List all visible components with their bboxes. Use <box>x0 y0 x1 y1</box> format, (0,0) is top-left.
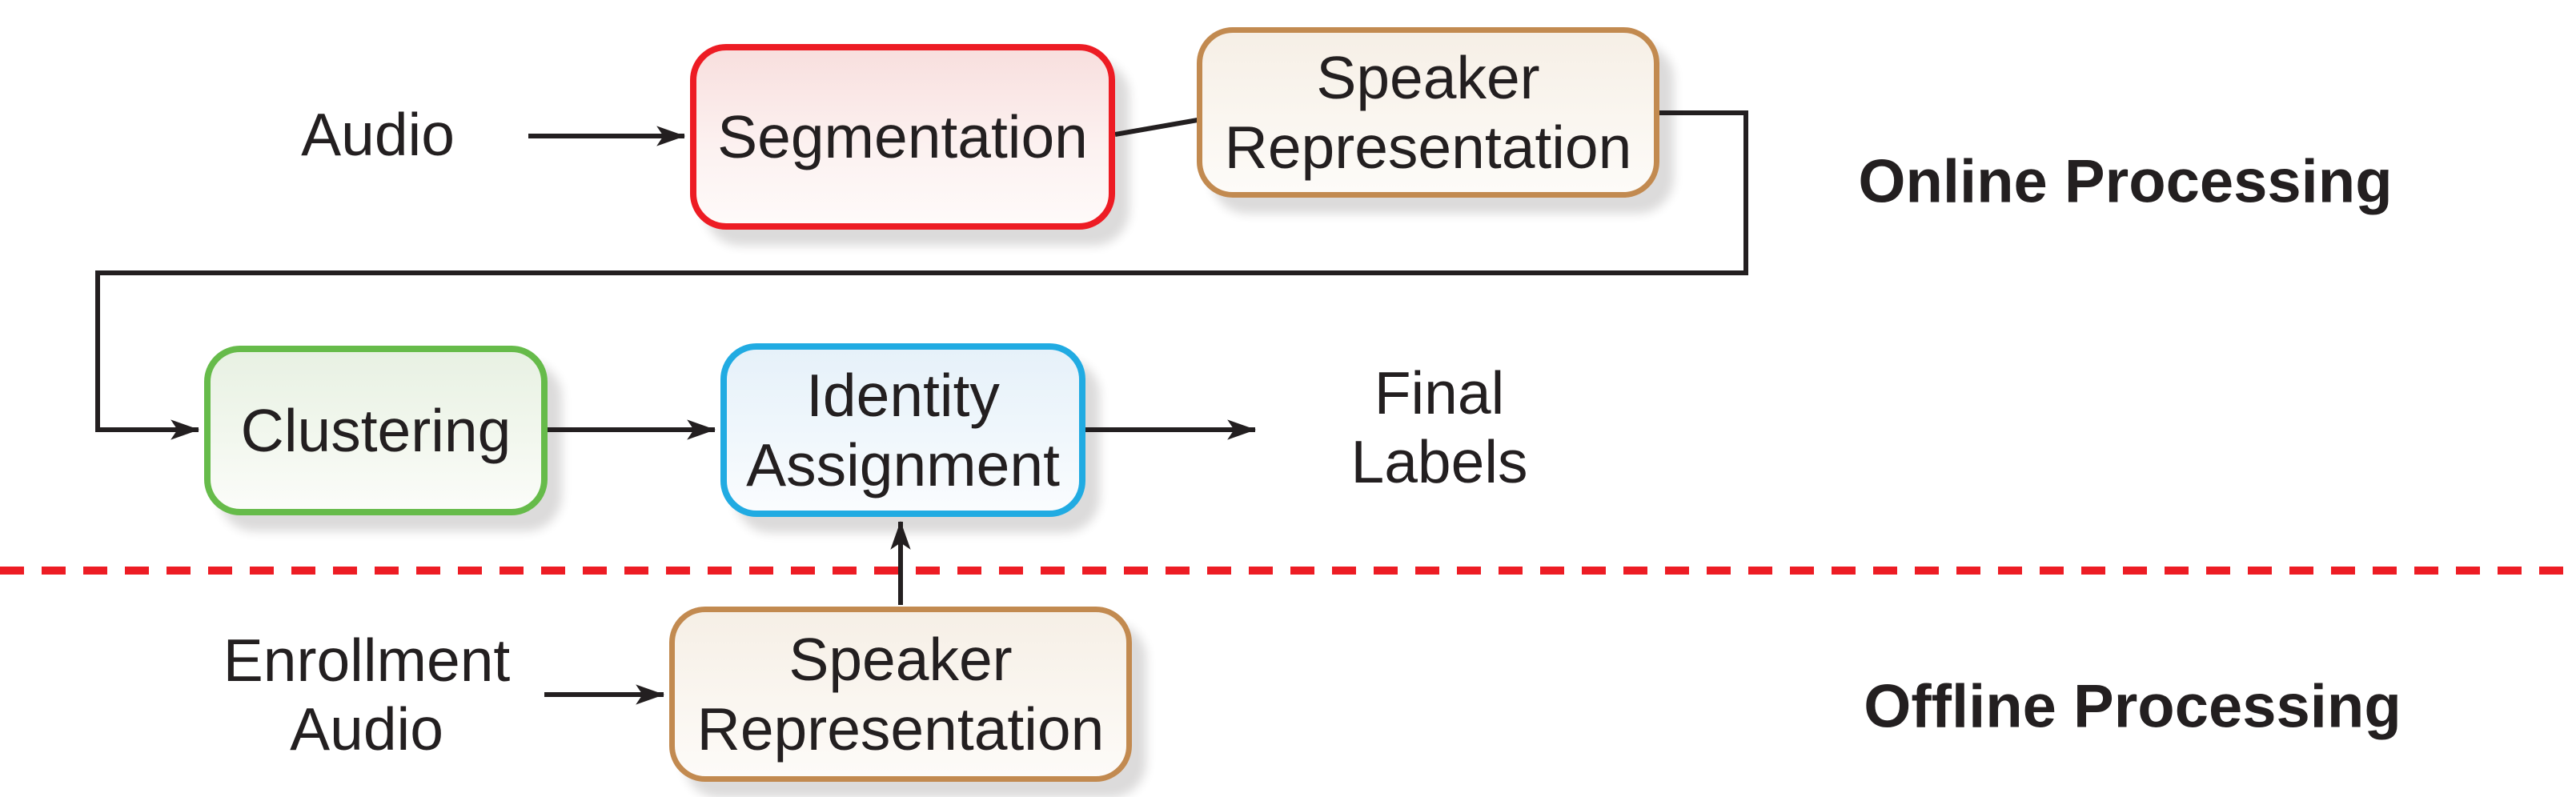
node-clustering-label: Clustering <box>240 396 512 464</box>
node-speaker-representation-offline-line1: Speaker <box>788 626 1013 694</box>
node-clustering: Clustering <box>204 346 548 515</box>
final-labels-output-label: Final Labels <box>1350 358 1527 497</box>
enrollment-audio-line2: Audio <box>290 695 443 763</box>
node-segmentation: Segmentation <box>690 44 1115 230</box>
node-speaker-representation-offline-line2: Representation <box>696 695 1105 763</box>
node-speaker-representation-online: Speaker Representation <box>1197 27 1659 198</box>
offline-processing-title: Offline Processing <box>1864 672 2401 741</box>
node-speaker-representation-online-line2: Representation <box>1224 113 1632 181</box>
node-speaker-representation-online-line1: Speaker <box>1316 44 1540 112</box>
final-labels-line2: Labels <box>1350 428 1528 495</box>
feedback-connector-to-clustering <box>95 110 1748 440</box>
enrollment-audio-input-label: Enrollment Audio <box>223 626 510 764</box>
node-identity-assignment: Identity Assignment <box>720 343 1085 517</box>
node-identity-assignment-line2: Assignment <box>746 431 1060 499</box>
online-processing-title: Online Processing <box>1858 147 2393 216</box>
enrollment-audio-line1: Enrollment <box>223 626 511 694</box>
node-identity-assignment-line1: Identity <box>806 362 1000 430</box>
audio-input-label: Audio <box>301 100 455 168</box>
final-labels-line1: Final <box>1374 358 1505 427</box>
node-speaker-representation-offline: Speaker Representation <box>669 607 1132 782</box>
connector-segmentation-to-speaker-representation <box>1114 118 1198 137</box>
node-segmentation-label: Segmentation <box>717 102 1088 170</box>
